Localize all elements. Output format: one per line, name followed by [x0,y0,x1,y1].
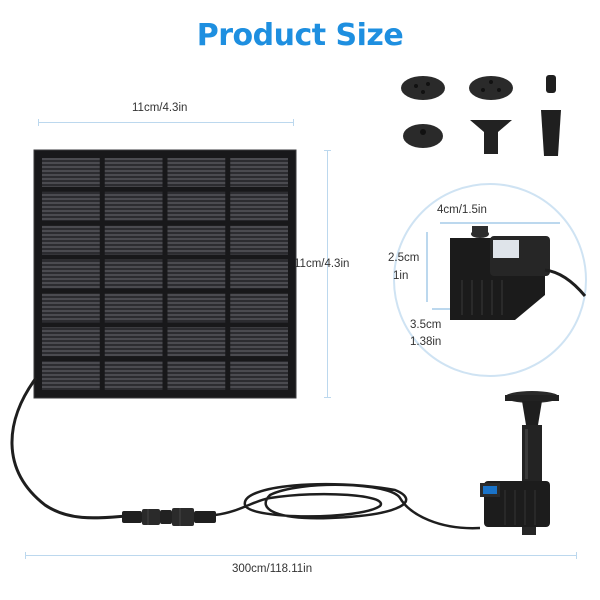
solar-cell [104,191,163,221]
pump-length-label: 4cm/1.5in [437,204,487,216]
water-pump [480,391,559,535]
solar-cell [230,361,288,390]
solar-cell [167,293,226,323]
solar-cell [42,191,100,221]
solar-cell [167,327,226,357]
solar-panel [33,149,297,399]
pump-detail-circle [393,183,587,377]
cable-length-tick-right [576,552,577,559]
solar-cell [42,158,100,187]
pump-width-in-label: 1.38in [410,336,442,348]
page-title: Product Size [196,18,404,53]
solar-cell [167,158,226,187]
solar-cell [42,327,100,357]
panel-height-tick-top [324,150,331,151]
solar-cell [104,293,163,323]
panel-width-label: 11cm/4.3in [132,102,188,114]
cable-length-tick-left [25,552,26,559]
panel-height-tick-bottom [324,397,331,398]
panel-height-label: 11cm/4.3in [294,258,350,270]
solar-cell [104,327,163,357]
solar-cell [167,361,226,390]
solar-cell [104,225,163,255]
cable-length-line [25,555,577,556]
panel-width-tick-left [38,119,39,126]
solar-cell [42,361,100,390]
solar-cell [42,259,100,289]
pump-width-cm-label: 3.5cm [410,319,442,331]
panel-height-line [327,150,328,398]
solar-cell [230,293,288,323]
solar-cell [104,259,163,289]
nozzle-attachment [401,75,561,156]
solar-cell [230,225,288,255]
solar-cell [167,259,226,289]
pump-height-in-label: 1in [393,270,409,282]
pump-height-cm-label: 2.5cm [388,252,420,264]
panel-width-tick-right [293,119,294,126]
solar-cell [42,225,100,255]
solar-cell [167,191,226,221]
solar-cell [167,225,226,255]
solar-cell [230,259,288,289]
cable-length-label: 300cm/118.11in [232,563,313,575]
solar-cell [104,158,163,187]
solar-cell [230,191,288,221]
connector [122,508,216,526]
solar-cell [42,293,100,323]
solar-cell [230,327,288,357]
panel-width-line [38,122,294,123]
solar-cells [42,158,288,390]
solar-cell [230,158,288,187]
solar-cell [104,361,163,390]
